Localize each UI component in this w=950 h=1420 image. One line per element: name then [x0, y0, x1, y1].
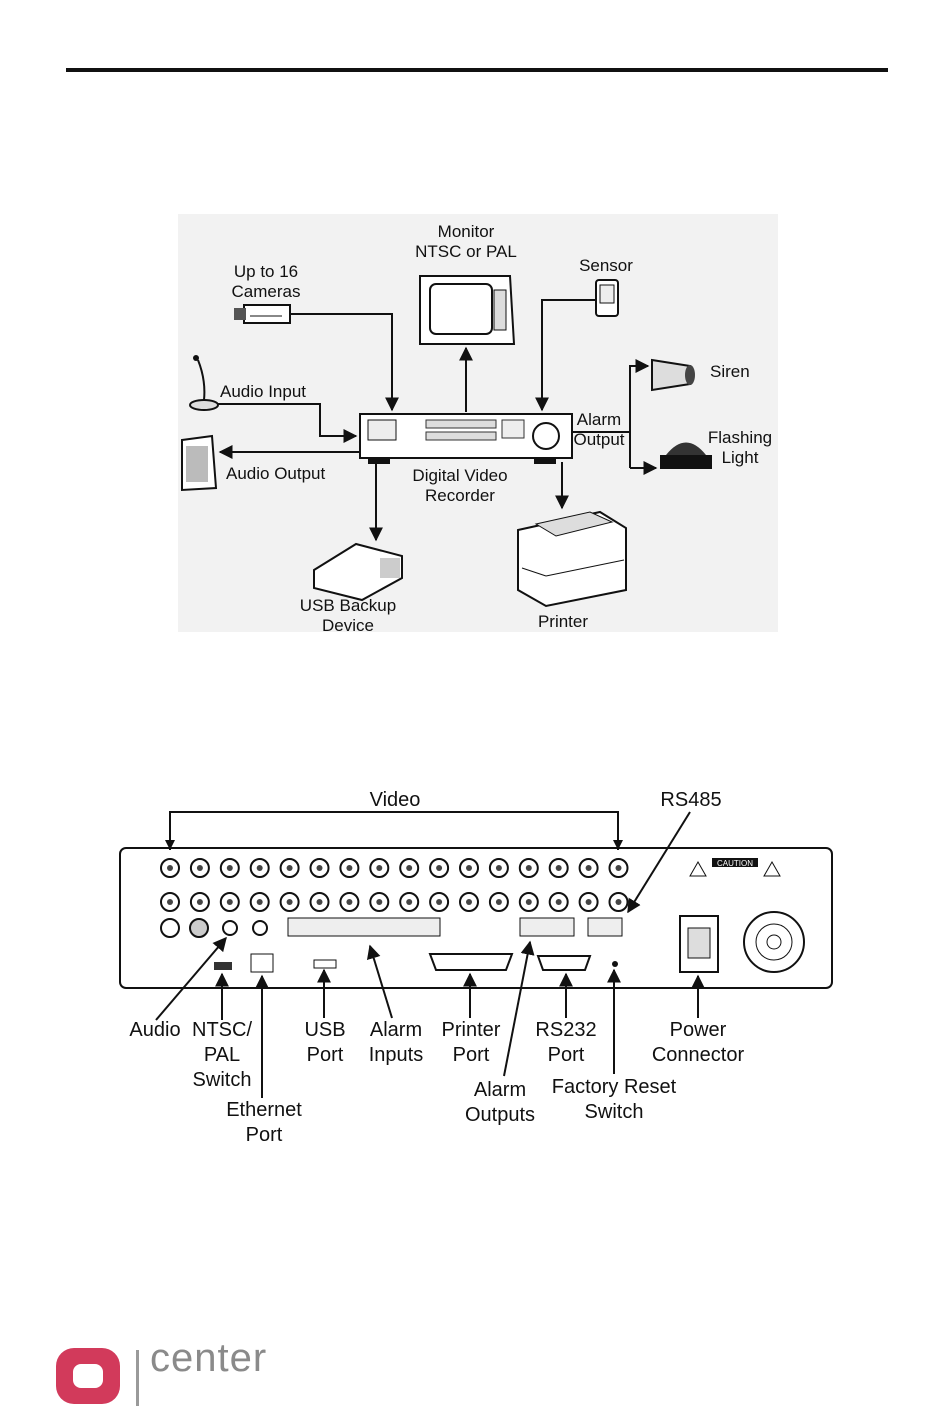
bnc-pin [406, 899, 413, 905]
bnc-pin [495, 899, 502, 905]
monitor-label: Monitor NTSC or PAL [415, 222, 517, 261]
rs485-terminal [587, 917, 623, 937]
sensor-icon [595, 279, 619, 317]
bnc-pin [316, 899, 323, 905]
bnc-pin [346, 899, 353, 905]
bnc-pin [436, 865, 443, 871]
factory-reset-switch [612, 961, 618, 967]
rear-panel [119, 847, 833, 989]
ntsc-pal-switch [214, 962, 232, 970]
bnc-pin [226, 865, 233, 871]
bnc-pin [406, 865, 413, 871]
bnc-connectors [160, 858, 629, 912]
caution-label: CAUTION [717, 859, 753, 868]
ethernet-port [250, 953, 274, 973]
bnc-pin [525, 899, 532, 905]
speaker-icon [181, 434, 218, 492]
bnc-pin [167, 865, 173, 871]
bnc-pin [286, 899, 293, 905]
video-bracket [169, 811, 619, 850]
bnc-pin [286, 865, 293, 871]
usb-port [313, 959, 337, 969]
audio-label: Audio [129, 1019, 181, 1041]
bnc-pin [585, 899, 592, 905]
header-rule [66, 68, 888, 72]
audio-out-connector [252, 920, 268, 936]
siren-icon [651, 358, 695, 392]
video-label: Video [369, 789, 421, 811]
bnc-pin [615, 899, 622, 905]
usb-port-label: USB Port [304, 1019, 346, 1066]
bnc-pin [555, 865, 562, 871]
bnc-pin [196, 899, 203, 905]
camera-icon [234, 304, 291, 324]
monitor-icon [419, 275, 516, 345]
alarm-inputs-label: Alarm Inputs [368, 1019, 424, 1066]
bnc-pin [585, 865, 592, 871]
power-connector-label: Power Connector [651, 1019, 745, 1066]
audio-output-label: Audio Output [226, 464, 326, 483]
audio-in-connector [222, 920, 238, 936]
bnc-pin [167, 899, 173, 905]
flashing-light-label: Flashing Light [707, 428, 773, 467]
printer-port [428, 953, 514, 971]
dvr-icon [359, 413, 573, 464]
bnc-pin [256, 899, 263, 905]
siren-label: Siren [710, 362, 750, 381]
bnc-pin [376, 865, 383, 871]
bnc-pin [346, 865, 353, 871]
printer-port-label: Printer Port [441, 1019, 501, 1066]
bnc-pin [466, 865, 472, 871]
ntsc-pal-label: NTSC/ PAL Switch [192, 1019, 252, 1091]
cameras-label: Up to 16 Cameras [231, 262, 301, 301]
alarm-output-label: Alarm Output [573, 410, 625, 449]
bnc-pin [376, 899, 383, 905]
dvr-label: Digital Video Recorder [412, 466, 508, 505]
brand-logo-mark [56, 1348, 120, 1404]
bnc-pin [226, 899, 233, 905]
bnc-pin [466, 899, 472, 905]
bnc-pin [495, 865, 502, 871]
bnc-pin [316, 865, 323, 871]
ethernet-label: Ethernet Port [226, 1099, 302, 1146]
microphone-icon [189, 355, 219, 411]
bnc-pin [525, 865, 532, 871]
printer-icon [517, 510, 627, 608]
bnc-pin [196, 865, 203, 871]
usb-backup-label: USB Backup Device [299, 596, 397, 635]
bnc-pin [555, 899, 562, 905]
audio-input-label: Audio Input [220, 382, 307, 401]
factory-reset-label: Factory Reset Switch [551, 1076, 677, 1123]
printer-label: Printer [537, 612, 589, 631]
rs232-label: RS232 Port [535, 1019, 597, 1066]
rs232-port [536, 955, 592, 971]
flashing-light-icon [660, 442, 712, 469]
bnc-pin [615, 865, 622, 871]
logo-divider [136, 1350, 139, 1406]
alarm-output-terminal [519, 917, 575, 937]
alarm-outputs-label: Alarm Outputs [464, 1079, 536, 1126]
brand-logo-text: center [150, 1336, 268, 1380]
fan-grille [743, 911, 805, 973]
rs485-label: RS485 [660, 789, 722, 811]
sensor-label: Sensor [579, 256, 633, 275]
svhs-out-connector [189, 918, 209, 938]
video-out-connector [160, 918, 180, 938]
warning-icon [689, 860, 707, 877]
alarm-input-terminal [287, 917, 441, 937]
warning-icon [763, 860, 781, 877]
usb-backup-icon [313, 542, 403, 602]
bnc-pin [256, 865, 263, 871]
bnc-pin [436, 899, 443, 905]
